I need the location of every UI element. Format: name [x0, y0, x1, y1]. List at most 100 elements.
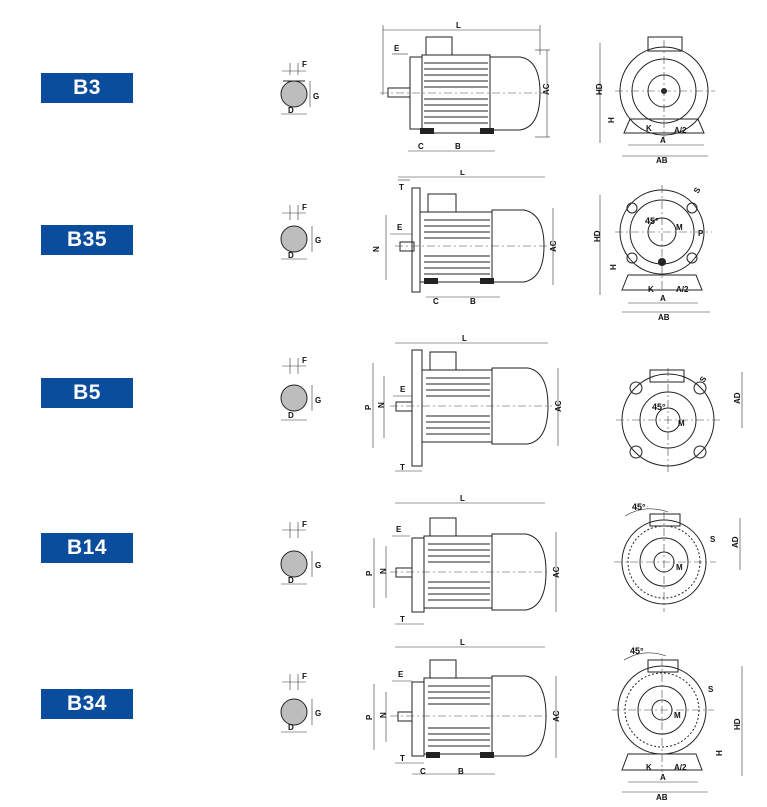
b35-dim-t: T: [399, 183, 404, 192]
mount-row-b14: B14 F G D L E P N: [0, 490, 767, 650]
mount-badge-b5: B5: [41, 378, 133, 408]
b34-dim-deg: 45°: [630, 646, 644, 656]
b3-dim-b: B: [455, 142, 461, 151]
b3-dim-hd: HD: [595, 83, 604, 95]
b3-dim-g: G: [313, 92, 319, 101]
b3-side-view: L E AC C B: [380, 21, 551, 152]
b35-dim-k: K: [648, 285, 654, 294]
b34-dim-d: D: [288, 723, 294, 732]
b5-end-view: S 45° M AD: [616, 368, 743, 472]
b34-dim-a2: A/2: [674, 763, 687, 772]
b34-dim-ac: AC: [552, 710, 561, 722]
b35-dim-ac: AC: [549, 240, 558, 252]
b34-dim-f: F: [302, 672, 307, 681]
mount-row-b5: B5 F G D L P N E: [0, 328, 767, 488]
mount-row-b3: B3 F G D L E: [0, 15, 767, 175]
b35-drawings: F G D L T E N: [280, 170, 712, 322]
b35-dim-d: D: [288, 251, 294, 260]
b34-dim-e: E: [398, 670, 404, 679]
b35-side-view: L T E N AC C B: [372, 170, 558, 306]
b34-dim-n: N: [379, 712, 388, 718]
b14-dim-m: M: [676, 563, 683, 572]
b35-dim-s: S: [692, 185, 703, 195]
mount-badge-b3: B3: [41, 73, 133, 103]
b35-dim-b: B: [470, 297, 476, 306]
b3-dim-e: E: [394, 44, 400, 53]
b35-dim-a: A: [660, 294, 666, 303]
b34-side-view: L E P N AC T C: [365, 638, 561, 776]
b14-dim-e: E: [396, 525, 402, 534]
b14-dim-p: P: [365, 570, 374, 576]
b14-dim-t: T: [400, 615, 405, 624]
b35-dim-ab: AB: [658, 313, 670, 322]
b14-dim-ad: AD: [731, 536, 740, 548]
b5-dim-f: F: [302, 356, 307, 365]
mount-row-b35: B35 F G D L T E N: [0, 170, 767, 330]
b5-dim-d: D: [288, 411, 294, 420]
b3-shaft-section: F G D: [280, 60, 319, 115]
b3-dim-k: K: [646, 124, 652, 133]
b3-dim-a: A: [660, 136, 666, 145]
b35-shaft-section: F G D: [280, 203, 321, 260]
b35-end-view: S HD H 45° M P K A/2 A AB: [593, 185, 712, 322]
b35-dim-n: N: [372, 246, 381, 252]
b14-drawings: F G D L E P N: [280, 494, 741, 625]
b5-dim-ad: AD: [733, 392, 742, 404]
b14-shaft-section: F G D: [280, 520, 321, 585]
b3-dim-h: H: [607, 117, 616, 123]
b5-dim-s: S: [698, 374, 709, 384]
b35-dim-h: H: [609, 264, 618, 270]
b35-dim-c: C: [433, 297, 439, 306]
b3-dim-l: L: [456, 21, 461, 30]
b14-dim-n: N: [379, 568, 388, 574]
b35-dim-l: L: [460, 170, 465, 177]
b14-dim-f: F: [302, 520, 307, 529]
b3-dim-ac: AC: [542, 83, 551, 95]
b14-side-view: L E P N AC T: [365, 494, 561, 625]
b35-dim-hd: HD: [593, 230, 602, 242]
b34-dim-h: H: [715, 750, 724, 756]
b34-dim-p: P: [365, 714, 374, 720]
b34-dim-ab: AB: [656, 793, 668, 802]
b35-dim-a2: A/2: [676, 285, 689, 294]
b5-dim-deg: 45°: [652, 402, 666, 412]
b34-dim-k: K: [646, 763, 652, 772]
b34-dim-s: S: [708, 685, 714, 694]
b5-dim-g: G: [315, 396, 321, 405]
b5-dim-m: M: [678, 419, 685, 428]
b5-side-view: L P N E AC T: [364, 334, 563, 472]
b34-dim-l: L: [460, 638, 465, 647]
b34-dim-c: C: [420, 767, 426, 776]
b5-dim-ac: AC: [554, 400, 563, 412]
b14-dim-s: S: [710, 535, 716, 544]
b14-dim-d: D: [288, 576, 294, 585]
b5-dim-l: L: [462, 334, 467, 343]
b14-dim-l: L: [460, 494, 465, 503]
b14-dim-ac: AC: [552, 566, 561, 578]
b3-dim-a2: A/2: [674, 126, 687, 135]
b35-dim-deg: 45°: [645, 216, 659, 226]
mount-row-b34: B34 F G D L E P N: [0, 632, 767, 802]
b14-dim-g: G: [315, 561, 321, 570]
b14-dim-deg: 45°: [632, 502, 646, 512]
b34-dim-g: G: [315, 709, 321, 718]
b5-dim-e: E: [400, 385, 406, 394]
b5-dim-t: T: [400, 463, 405, 472]
b35-dim-m: M: [676, 223, 683, 232]
mount-badge-b14: B14: [41, 533, 133, 563]
b5-shaft-section: F G D: [280, 356, 321, 421]
b34-dim-b: B: [458, 767, 464, 776]
b5-dim-n: N: [377, 402, 386, 408]
b34-drawings: F G D L E P N: [280, 638, 743, 802]
b5-drawings: F G D L P N E: [280, 334, 743, 472]
b3-dim-f: F: [302, 60, 307, 69]
b3-drawings: F G D L E: [280, 21, 715, 165]
b34-dim-a: A: [660, 773, 666, 782]
b34-dim-hd: HD: [733, 718, 742, 730]
b34-shaft-section: F G D: [280, 672, 321, 733]
b34-end-view: 45° M S HD H K A/2 A AB: [612, 646, 743, 802]
b3-dim-c: C: [418, 142, 424, 151]
b14-end-view: 45° M S AD: [614, 502, 741, 612]
b34-dim-m: M: [674, 711, 681, 720]
b35-dim-e: E: [397, 223, 403, 232]
